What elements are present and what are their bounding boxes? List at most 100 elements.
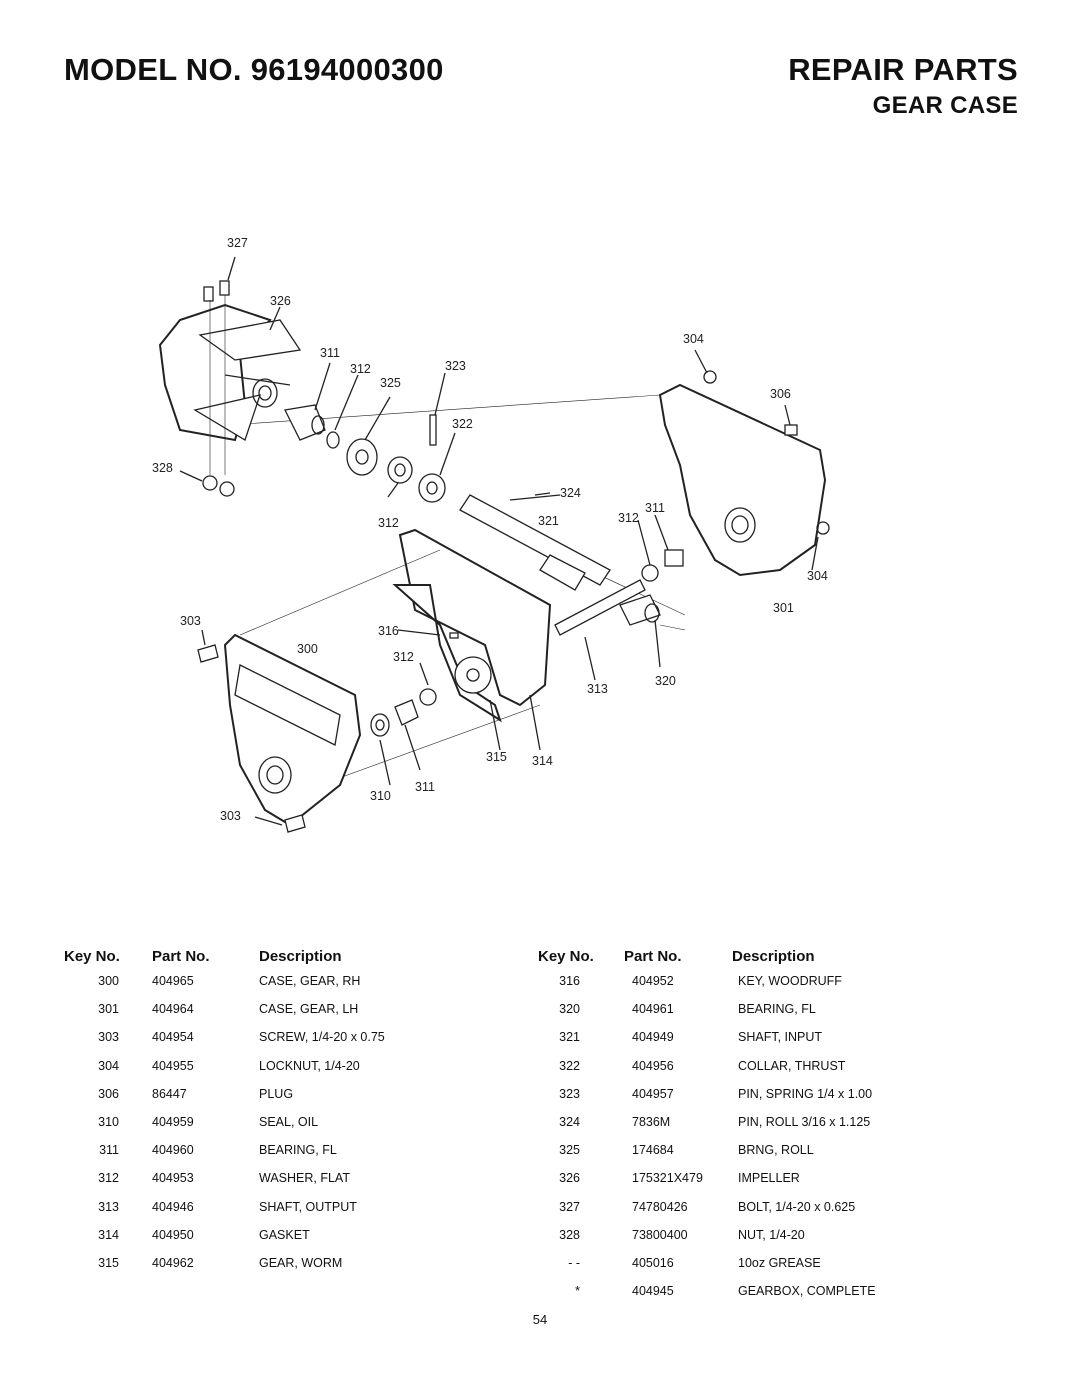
callout-label: 313 [587, 682, 608, 696]
callout-label: 311 [320, 346, 340, 360]
part-no-cell: 404960 [152, 1143, 194, 1158]
part-no-cell: 404952 [632, 974, 674, 988]
key-no-cell: 314 [98, 1227, 119, 1242]
description-cell: BRNG, ROLL [738, 1143, 814, 1158]
key-no-cell: - - [568, 1255, 580, 1270]
callout-label: 327 [227, 236, 248, 250]
callout-label: 322 [452, 417, 473, 431]
key-no-cell: 312 [98, 1171, 119, 1186]
part-no-cell: 404961 [632, 1002, 674, 1017]
key-no-cell: 320 [559, 1002, 580, 1017]
part-no-cell: 73800400 [632, 1227, 688, 1242]
description-cell: BOLT, 1/4-20 x 0.625 [738, 1199, 856, 1214]
part-no-cell: 7836M [632, 1114, 671, 1129]
key-no-cell: 301 [98, 1002, 119, 1017]
header-part-no: Part No. [624, 948, 682, 965]
parts-table-right: Key No. Part No. Description 316 404952 KE… [538, 948, 1008, 1312]
callout-label: 316 [378, 624, 399, 638]
callout-label: 301 [773, 601, 794, 615]
key-no-cell: 316 [559, 974, 580, 988]
description-cell: CASE, GEAR, RH [259, 974, 361, 988]
part-no-cell: 86447 [152, 1086, 187, 1101]
callout-label: 306 [770, 387, 791, 401]
page-number: 54 [532, 1312, 548, 1327]
exploded-parts-diagram: 327 326 311 312 323 325 322 328 304 306 … [140, 225, 900, 845]
key-no-cell: 327 [559, 1199, 580, 1214]
description-cell: GASKET [259, 1227, 310, 1242]
header-description: Description [732, 948, 815, 965]
key-no-cell: 315 [98, 1255, 119, 1270]
key-no-cell: 322 [559, 1058, 580, 1073]
callout-label: 312 [393, 650, 414, 664]
key-no-cell: 313 [98, 1199, 119, 1214]
description-cell: BEARING, FL [738, 1002, 816, 1017]
part-no-cell: 404950 [152, 1227, 194, 1242]
table-row: 313 404946 SHAFT, OUTPUT [64, 1200, 534, 1228]
header-key-no: Key No. [64, 948, 120, 965]
part-no-cell: 404946 [152, 1199, 194, 1214]
callout-label: 300 [297, 642, 318, 656]
part-no-cell: 404945 [632, 1284, 674, 1299]
description-cell: KEY, WOODRUFF [738, 974, 842, 988]
callout-label: 321 [538, 514, 559, 528]
part-no-cell: 404954 [152, 1030, 194, 1045]
table-row: 316 404952 KEY, WOODRUFF [538, 974, 1008, 1002]
key-no-cell: 304 [98, 1058, 119, 1073]
key-no-cell: 323 [559, 1086, 580, 1101]
table-row: - - 405016 10oz GREASE [538, 1256, 1008, 1284]
description-cell: BEARING, FL [259, 1143, 337, 1158]
table-row: 327 74780426 BOLT, 1/4-20 x 0.625 [538, 1200, 1008, 1228]
part-no-cell: 404964 [152, 1002, 194, 1017]
gear-case-diagram-svg: 327 326 311 312 323 325 322 328 304 306 … [152, 236, 830, 833]
callout-label: 303 [220, 809, 241, 823]
part-no-cell: 404953 [152, 1171, 194, 1186]
part-no-cell: 404949 [632, 1030, 674, 1045]
description-cell: PIN, SPRING 1/4 x 1.00 [738, 1086, 873, 1101]
description-cell: IMPELLER [738, 1171, 800, 1186]
table-header: Key No. Part No. Description [538, 948, 1008, 970]
description-cell: NUT, 1/4-20 [738, 1227, 805, 1242]
table-body: 316 404952 KEY, WOODRUFF 320 404961 BEARING, … [538, 974, 1008, 1312]
callout-label: 312 [378, 516, 399, 530]
description-cell: SHAFT, INPUT [738, 1030, 823, 1045]
part-no-cell: 404956 [632, 1058, 674, 1073]
part-no-cell: 404959 [152, 1114, 194, 1129]
part-no-cell: 405016 [632, 1255, 674, 1270]
description-cell: GEARBOX, COMPLETE [738, 1284, 876, 1299]
header-key-no: Key No. [538, 948, 594, 965]
model-number: MODEL NO. 96194000300 [64, 52, 444, 87]
table-row: 323 404957 PIN, SPRING 1/4 x 1.00 [538, 1087, 1008, 1115]
callout-label: 326 [270, 294, 291, 308]
key-no-cell: 300 [98, 974, 119, 988]
description-cell: 10oz GREASE [738, 1255, 821, 1270]
key-no-cell: 326 [559, 1171, 580, 1186]
key-no-cell: 306 [98, 1086, 119, 1101]
table-header: Key No. Part No. Description [64, 948, 534, 970]
section-subtitle: GEAR CASE [872, 92, 1018, 119]
callout-label: 324 [560, 486, 581, 500]
part-no-cell: 404957 [632, 1086, 674, 1101]
callout-label: 312 [618, 511, 639, 525]
description-cell: SHAFT, OUTPUT [259, 1199, 357, 1214]
part-no-cell: 74780426 [632, 1199, 688, 1214]
description-cell: WASHER, FLAT [259, 1171, 350, 1186]
callout-label: 320 [655, 674, 676, 688]
callout-label: 304 [807, 569, 828, 583]
table-row: 312 404953 WASHER, FLAT [64, 1171, 534, 1199]
callout-label: 310 [370, 789, 391, 803]
table-row: 320 404961 BEARING, FL [538, 1002, 1008, 1030]
